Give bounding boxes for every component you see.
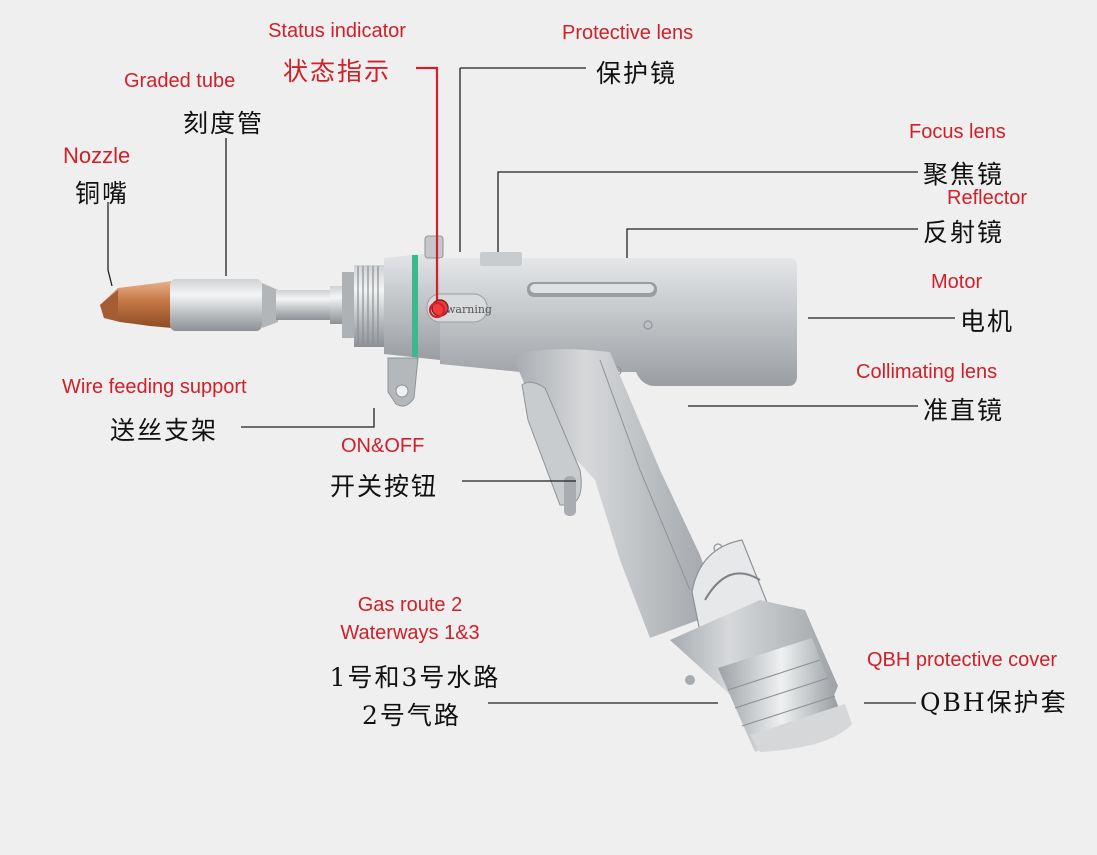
waterways-label-zh: 1号和3号水路 — [329, 663, 501, 692]
focus-lens-label-zh: 聚焦镜 — [923, 160, 1005, 189]
gas-route-label-zh: 2号气路 — [362, 701, 461, 730]
collimating-lens-label-zh: 准直镜 — [923, 396, 1005, 425]
status-indicator-marker — [428, 301, 446, 319]
qbh-label-en: QBH protective cover — [867, 649, 1058, 671]
wire-feeding-label-en: Wire feeding support — [62, 376, 247, 398]
qbh-cover — [670, 600, 852, 752]
status-indicator-label-en: Status indicator — [268, 20, 406, 42]
protective-lens-label-en: Protective lens — [562, 22, 694, 44]
reflector-label-zh: 反射镜 — [923, 218, 1005, 247]
grip — [512, 349, 771, 638]
motor-label-zh: 电机 — [960, 307, 1015, 336]
motor-label-en: Motor — [931, 271, 983, 293]
graded-tube-label-en: Graded tube — [124, 70, 236, 92]
green-ring — [412, 255, 418, 357]
reflector-label-en: Reflector — [947, 187, 1028, 209]
qbh-label-zh: QBH保护套 — [920, 688, 1068, 717]
status-indicator-label-zh: 状态指示 — [283, 57, 392, 86]
on-off-label-zh: 开关按钮 — [330, 472, 439, 501]
protective-lens-label-zh: 保护镜 — [596, 59, 678, 88]
wire-feeding-label-zh: 送丝支架 — [110, 416, 219, 445]
collimating-lens-label-en: Collimating lens — [856, 361, 998, 383]
graded-tube-label-zh: 刻度管 — [183, 109, 265, 138]
status-leader — [416, 66, 439, 300]
focus-lens-label-en: Focus lens — [909, 121, 1006, 143]
waterways-label-en: Waterways 1&3 — [340, 622, 480, 644]
graded-tube — [170, 279, 344, 331]
gas-route-label-en: Gas route 2 — [357, 594, 463, 616]
on-off-label-en: ON&OFF — [341, 435, 425, 457]
nozzle — [100, 281, 172, 328]
leader-lines — [107, 67, 955, 704]
nozzle-label-zh: 铜嘴 — [75, 179, 130, 208]
nozzle-label-en: Nozzle — [63, 143, 131, 168]
hex-nut — [342, 265, 384, 347]
warning-text: warning — [446, 303, 492, 316]
